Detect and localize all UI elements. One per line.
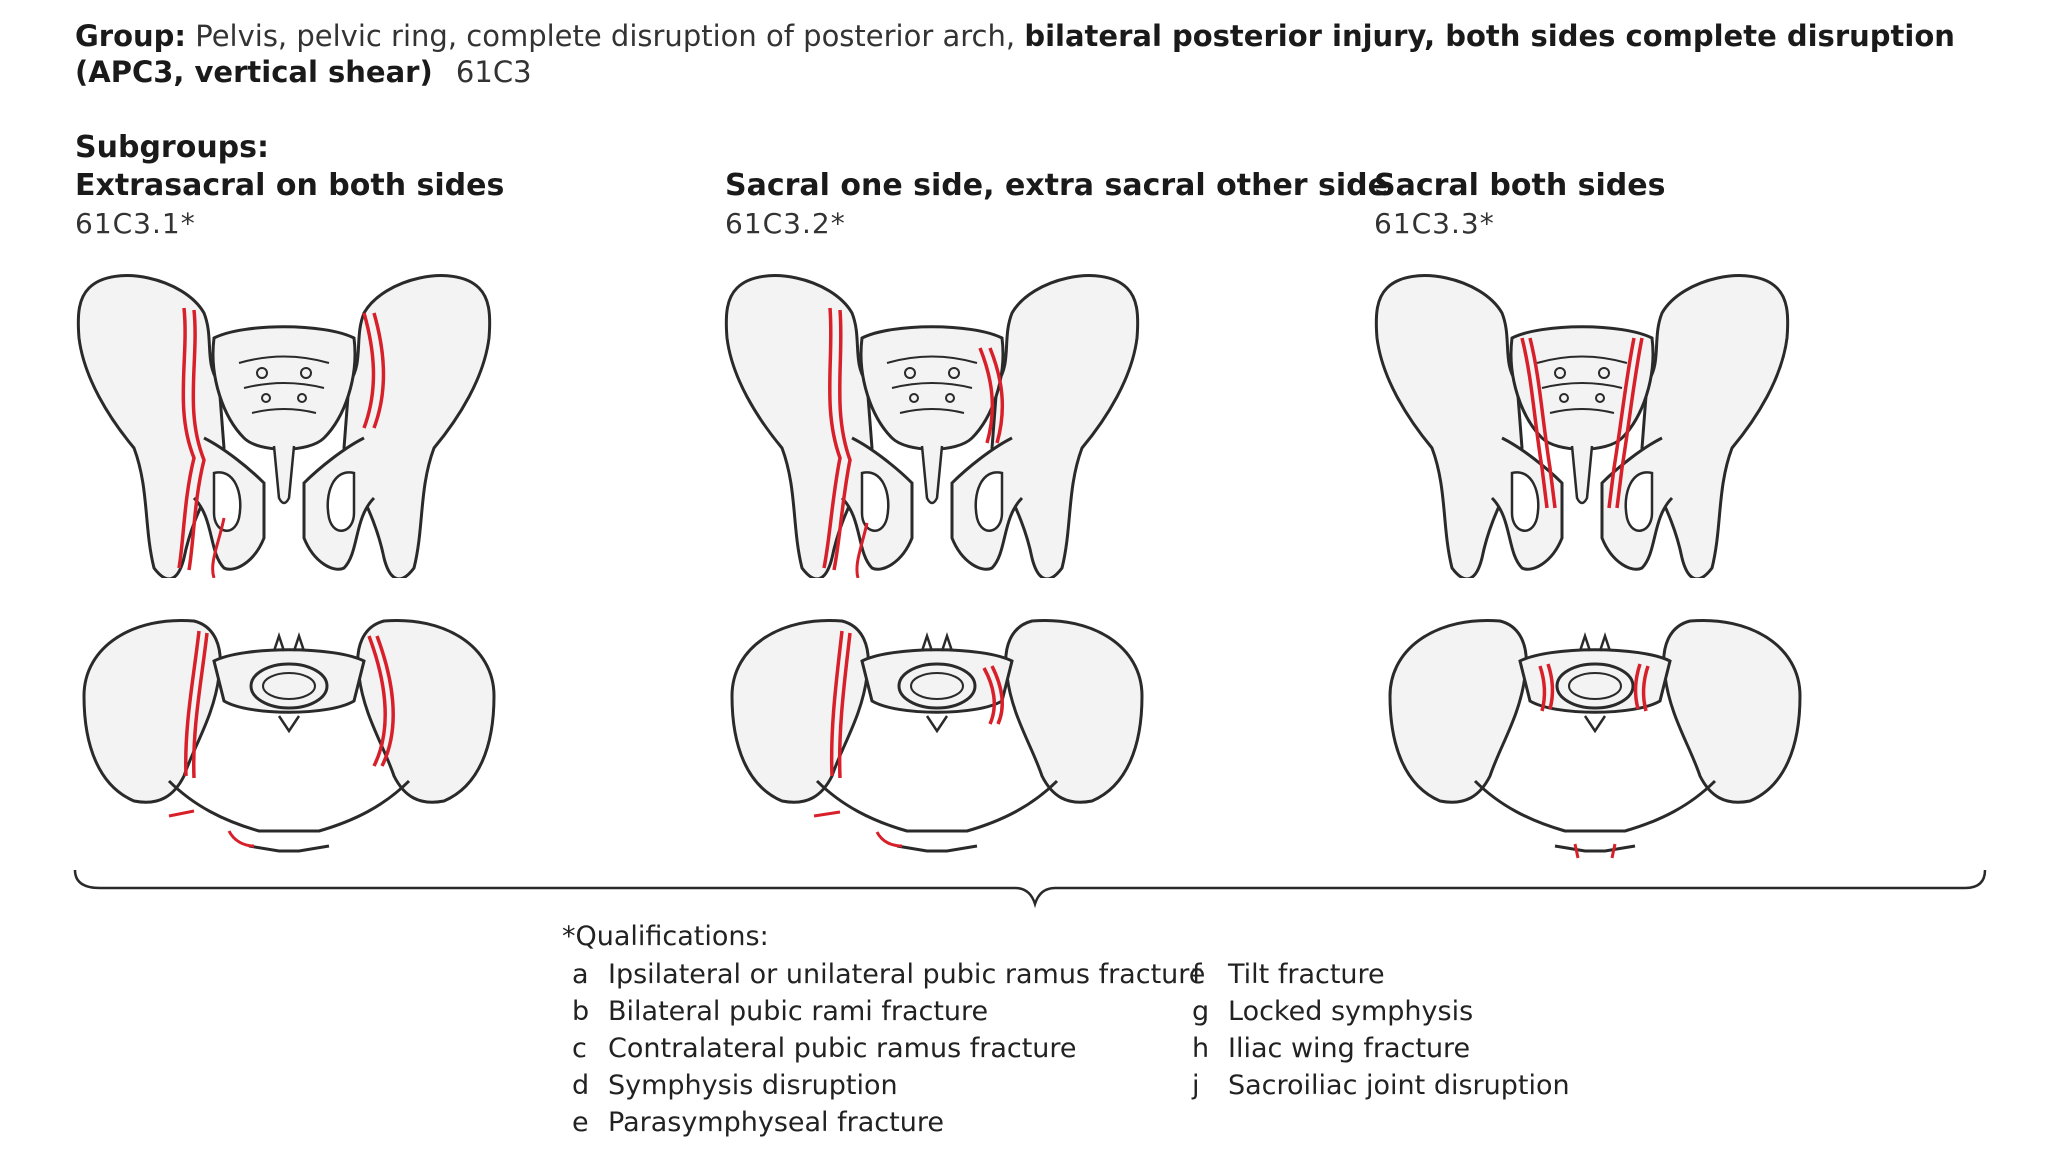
pelvis-anterior-view-2 [722, 268, 1142, 578]
subgroup-title: Sacral both sides [1374, 168, 1666, 203]
group-code: 61C3 [455, 55, 532, 89]
subgroup-code: 61C3.1* [75, 207, 196, 240]
pelvis-inlet-view-2 [722, 606, 1152, 866]
subgroup-3: Sacral both sides 61C3.3* [1374, 168, 1665, 240]
subgroup-1: Extrasacral on both sides 61C3.1* [75, 168, 504, 240]
group-injury-bold: bilateral posterior injury, both sides c… [1024, 19, 1955, 53]
grouping-brace [70, 868, 1990, 912]
group-label: Group: [75, 19, 187, 53]
group-injury-bold-2: (APC3, vertical shear) [75, 55, 433, 89]
pelvis-anterior-view-1 [74, 268, 494, 578]
group-header: Group: Pelvis, pelvic ring, complete dis… [75, 18, 1975, 90]
pelvis-anterior-view-3 [1372, 268, 1792, 578]
subgroups-label: Subgroups: [75, 130, 270, 165]
subgroup-code: 61C3.2* [725, 207, 846, 240]
subgroup-2: Sacral one side, extra sacral other side… [725, 168, 1388, 240]
subgroup-code: 61C3.3* [1374, 207, 1495, 240]
qualifications-title: *Qualifications: [562, 921, 769, 952]
pelvis-inlet-view-1 [74, 606, 504, 866]
group-description: Pelvis, pelvic ring, complete disruption… [195, 19, 1016, 53]
subgroup-title: Sacral one side, extra sacral other side [725, 168, 1388, 203]
pelvis-inlet-view-3 [1380, 606, 1810, 866]
subgroup-title: Extrasacral on both sides [75, 168, 505, 203]
